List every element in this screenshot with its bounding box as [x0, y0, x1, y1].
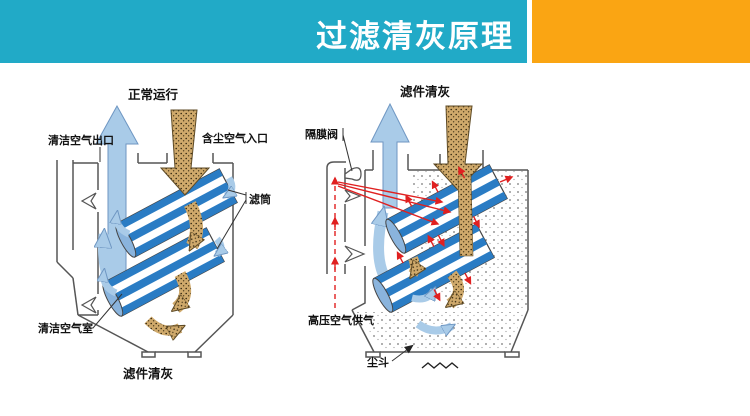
filter-cartridge-label: 滤筒: [249, 192, 271, 206]
dust-flow-arrows: [144, 201, 197, 331]
right-diagram-title: 滤件清灰: [400, 84, 451, 99]
dust-hopper-label: 尘斗: [367, 355, 389, 369]
filter-cartridge-upper: [115, 168, 238, 258]
title-banner: 过滤清灰原理: [0, 0, 527, 63]
pointer-lines: [88, 147, 247, 329]
clean-air-outlet-label: 清洁空气出口: [48, 133, 114, 147]
clean-air-curved-arrows: [104, 176, 232, 297]
dusty-air-inlet-label: 含尘空气入口: [201, 131, 268, 145]
left-diagram-title: 正常运行: [128, 87, 179, 102]
clean-air-chamber-label: 清洁空气室: [38, 321, 93, 335]
dust-pile: [421, 362, 459, 369]
diaphragm-valve: [344, 167, 362, 181]
falling-dust-arrows: [413, 256, 459, 304]
dust-column: [457, 175, 474, 257]
dusty-air-inlet-arrow: [159, 109, 211, 196]
filter-cartridge-lower: [102, 227, 225, 317]
pulse-pipe: [326, 161, 346, 274]
diagram-filter-cleaning: 滤件清灰 隔膜阀 高压空气供气 尘斗: [305, 84, 529, 369]
left-diagram-caption: 滤件清灰: [123, 366, 174, 381]
injector-nozzles: [344, 189, 366, 263]
high-pressure-air-label: 高压空气供气: [308, 313, 374, 327]
collector-housing: [351, 150, 529, 358]
pointer-lines: [342, 128, 414, 362]
slide-title: 过滤清灰原理: [316, 19, 514, 55]
accent-block: [532, 0, 750, 63]
wall-flap-arrows: [80, 192, 97, 314]
pulse-air-arrows: [331, 166, 514, 308]
diagram-normal-operation: 正常运行 清洁空气出口 含尘空气入口 滤筒 清洁空气室 滤件清灰: [38, 87, 271, 381]
diaphragm-valve-label: 隔膜阀: [305, 127, 338, 141]
hopper-swirl-arrow: [415, 320, 452, 331]
cartridge-entry-arrow: [411, 290, 438, 303]
